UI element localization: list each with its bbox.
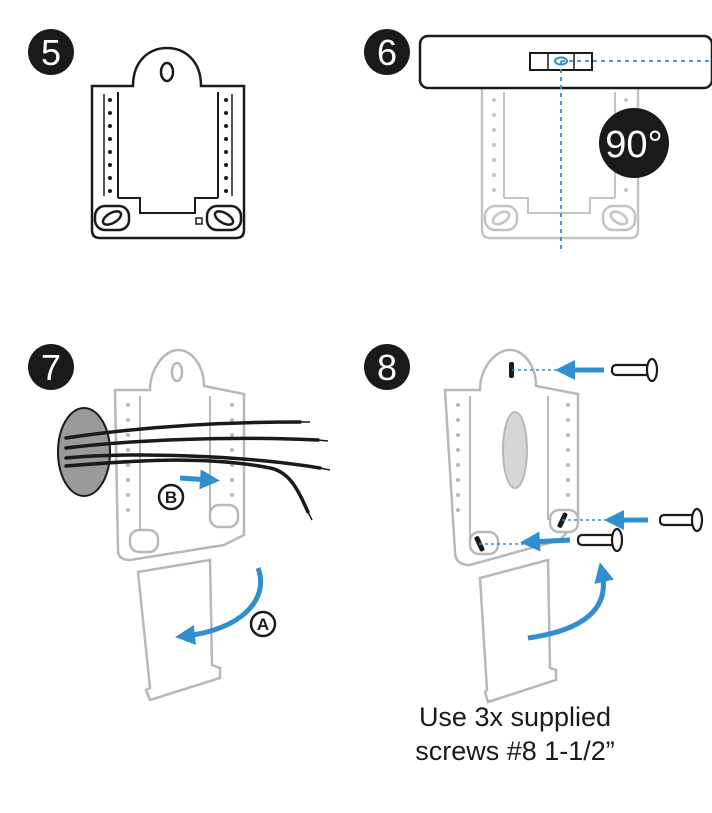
angle-label: 90° xyxy=(605,124,662,166)
mounting-plate-door-8 xyxy=(478,558,558,704)
mounting-plate-front xyxy=(90,46,246,240)
callout-a: A xyxy=(249,610,277,638)
wall-opening xyxy=(57,407,111,497)
angle-badge: 90° xyxy=(599,108,669,178)
step-5-panel: 5 xyxy=(28,29,246,240)
arrow-icon xyxy=(179,469,220,490)
caption-line-1: Use 3x supplied xyxy=(418,702,612,732)
callout-a-label: A xyxy=(257,615,269,634)
step-8-number: 8 xyxy=(377,347,397,388)
step-5-badge: 5 xyxy=(28,29,74,75)
step-5-number: 5 xyxy=(41,32,61,73)
callout-b-label: B xyxy=(165,488,177,507)
step-6-panel: 6 xyxy=(364,29,712,252)
step-8-badge: 8 xyxy=(364,344,410,390)
wall-wires-faded xyxy=(502,411,528,489)
step-8-panel: 8 xyxy=(364,344,704,704)
screw-icon xyxy=(576,357,704,553)
level-icon xyxy=(418,34,712,90)
arrows-step-8 xyxy=(520,360,648,552)
step-6-badge: 6 xyxy=(364,29,410,75)
wire-tips xyxy=(300,421,331,521)
guide-lines xyxy=(479,369,612,545)
callout-b: B xyxy=(157,483,185,511)
mounting-plate-faded xyxy=(480,88,640,240)
step-6-number: 6 xyxy=(377,32,397,73)
step-7-badge: 7 xyxy=(28,344,74,390)
caption-line-2: screws #8 1-1/2” xyxy=(415,736,615,766)
screw-instruction-caption: Use 3x supplied screws #8 1-1/2” xyxy=(380,700,650,768)
step-7-number: 7 xyxy=(41,347,61,388)
step-7-panel: 7 xyxy=(28,344,331,702)
rotation-arrow-a xyxy=(175,567,264,645)
rotation-arrow-up xyxy=(527,562,614,641)
wire-icon xyxy=(64,420,322,514)
